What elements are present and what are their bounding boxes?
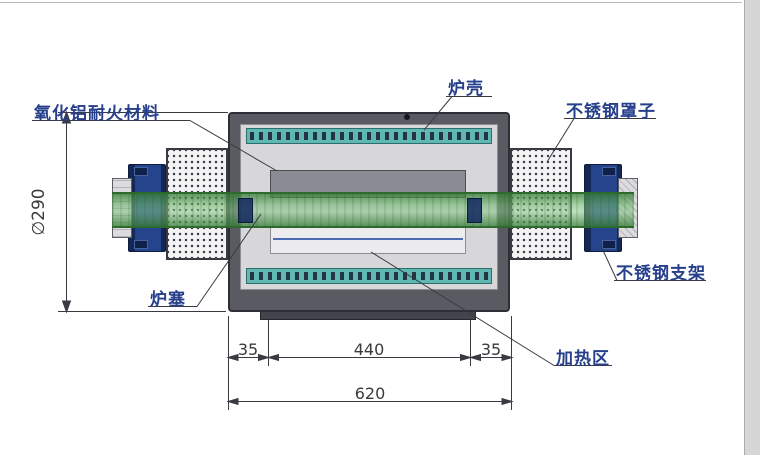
heater-band-bottom	[246, 268, 492, 284]
bolt-right-top	[602, 167, 616, 176]
label-furnace-shell: 炉壳	[448, 79, 484, 99]
heater-coil-pattern	[250, 272, 488, 280]
heater-band-top	[246, 128, 492, 144]
shell-vent-dot	[404, 114, 410, 120]
label-furnace-plug: 炉塞	[150, 290, 186, 310]
dimension-35-right: 35	[480, 340, 502, 359]
label-alumina-refractory: 氧化铝耐火材料	[34, 104, 160, 124]
bolt-left-top	[134, 167, 148, 176]
dimension-440-heating: 440	[353, 340, 385, 359]
inner-chamber-lower	[270, 226, 466, 254]
page-top-border	[0, 2, 742, 3]
furnace-plug-left	[238, 198, 253, 223]
dimension-35-left: 35	[237, 340, 259, 359]
label-heating-zone: 加热区	[556, 349, 610, 369]
furnace-tube	[112, 192, 634, 228]
furnace-plug-right	[467, 198, 482, 223]
page-margin-strip	[744, 0, 760, 455]
heater-coil-pattern	[250, 132, 488, 140]
dimension-620-overall: 620	[354, 384, 386, 403]
label-stainless-cover: 不锈钢罩子	[566, 102, 656, 122]
thermocouple-line	[273, 238, 463, 240]
dimension-diameter-290: ∅290	[29, 188, 49, 236]
label-stainless-bracket: 不锈钢支架	[616, 264, 706, 284]
bolt-right-bottom	[602, 240, 616, 249]
bolt-left-bottom	[134, 240, 148, 249]
